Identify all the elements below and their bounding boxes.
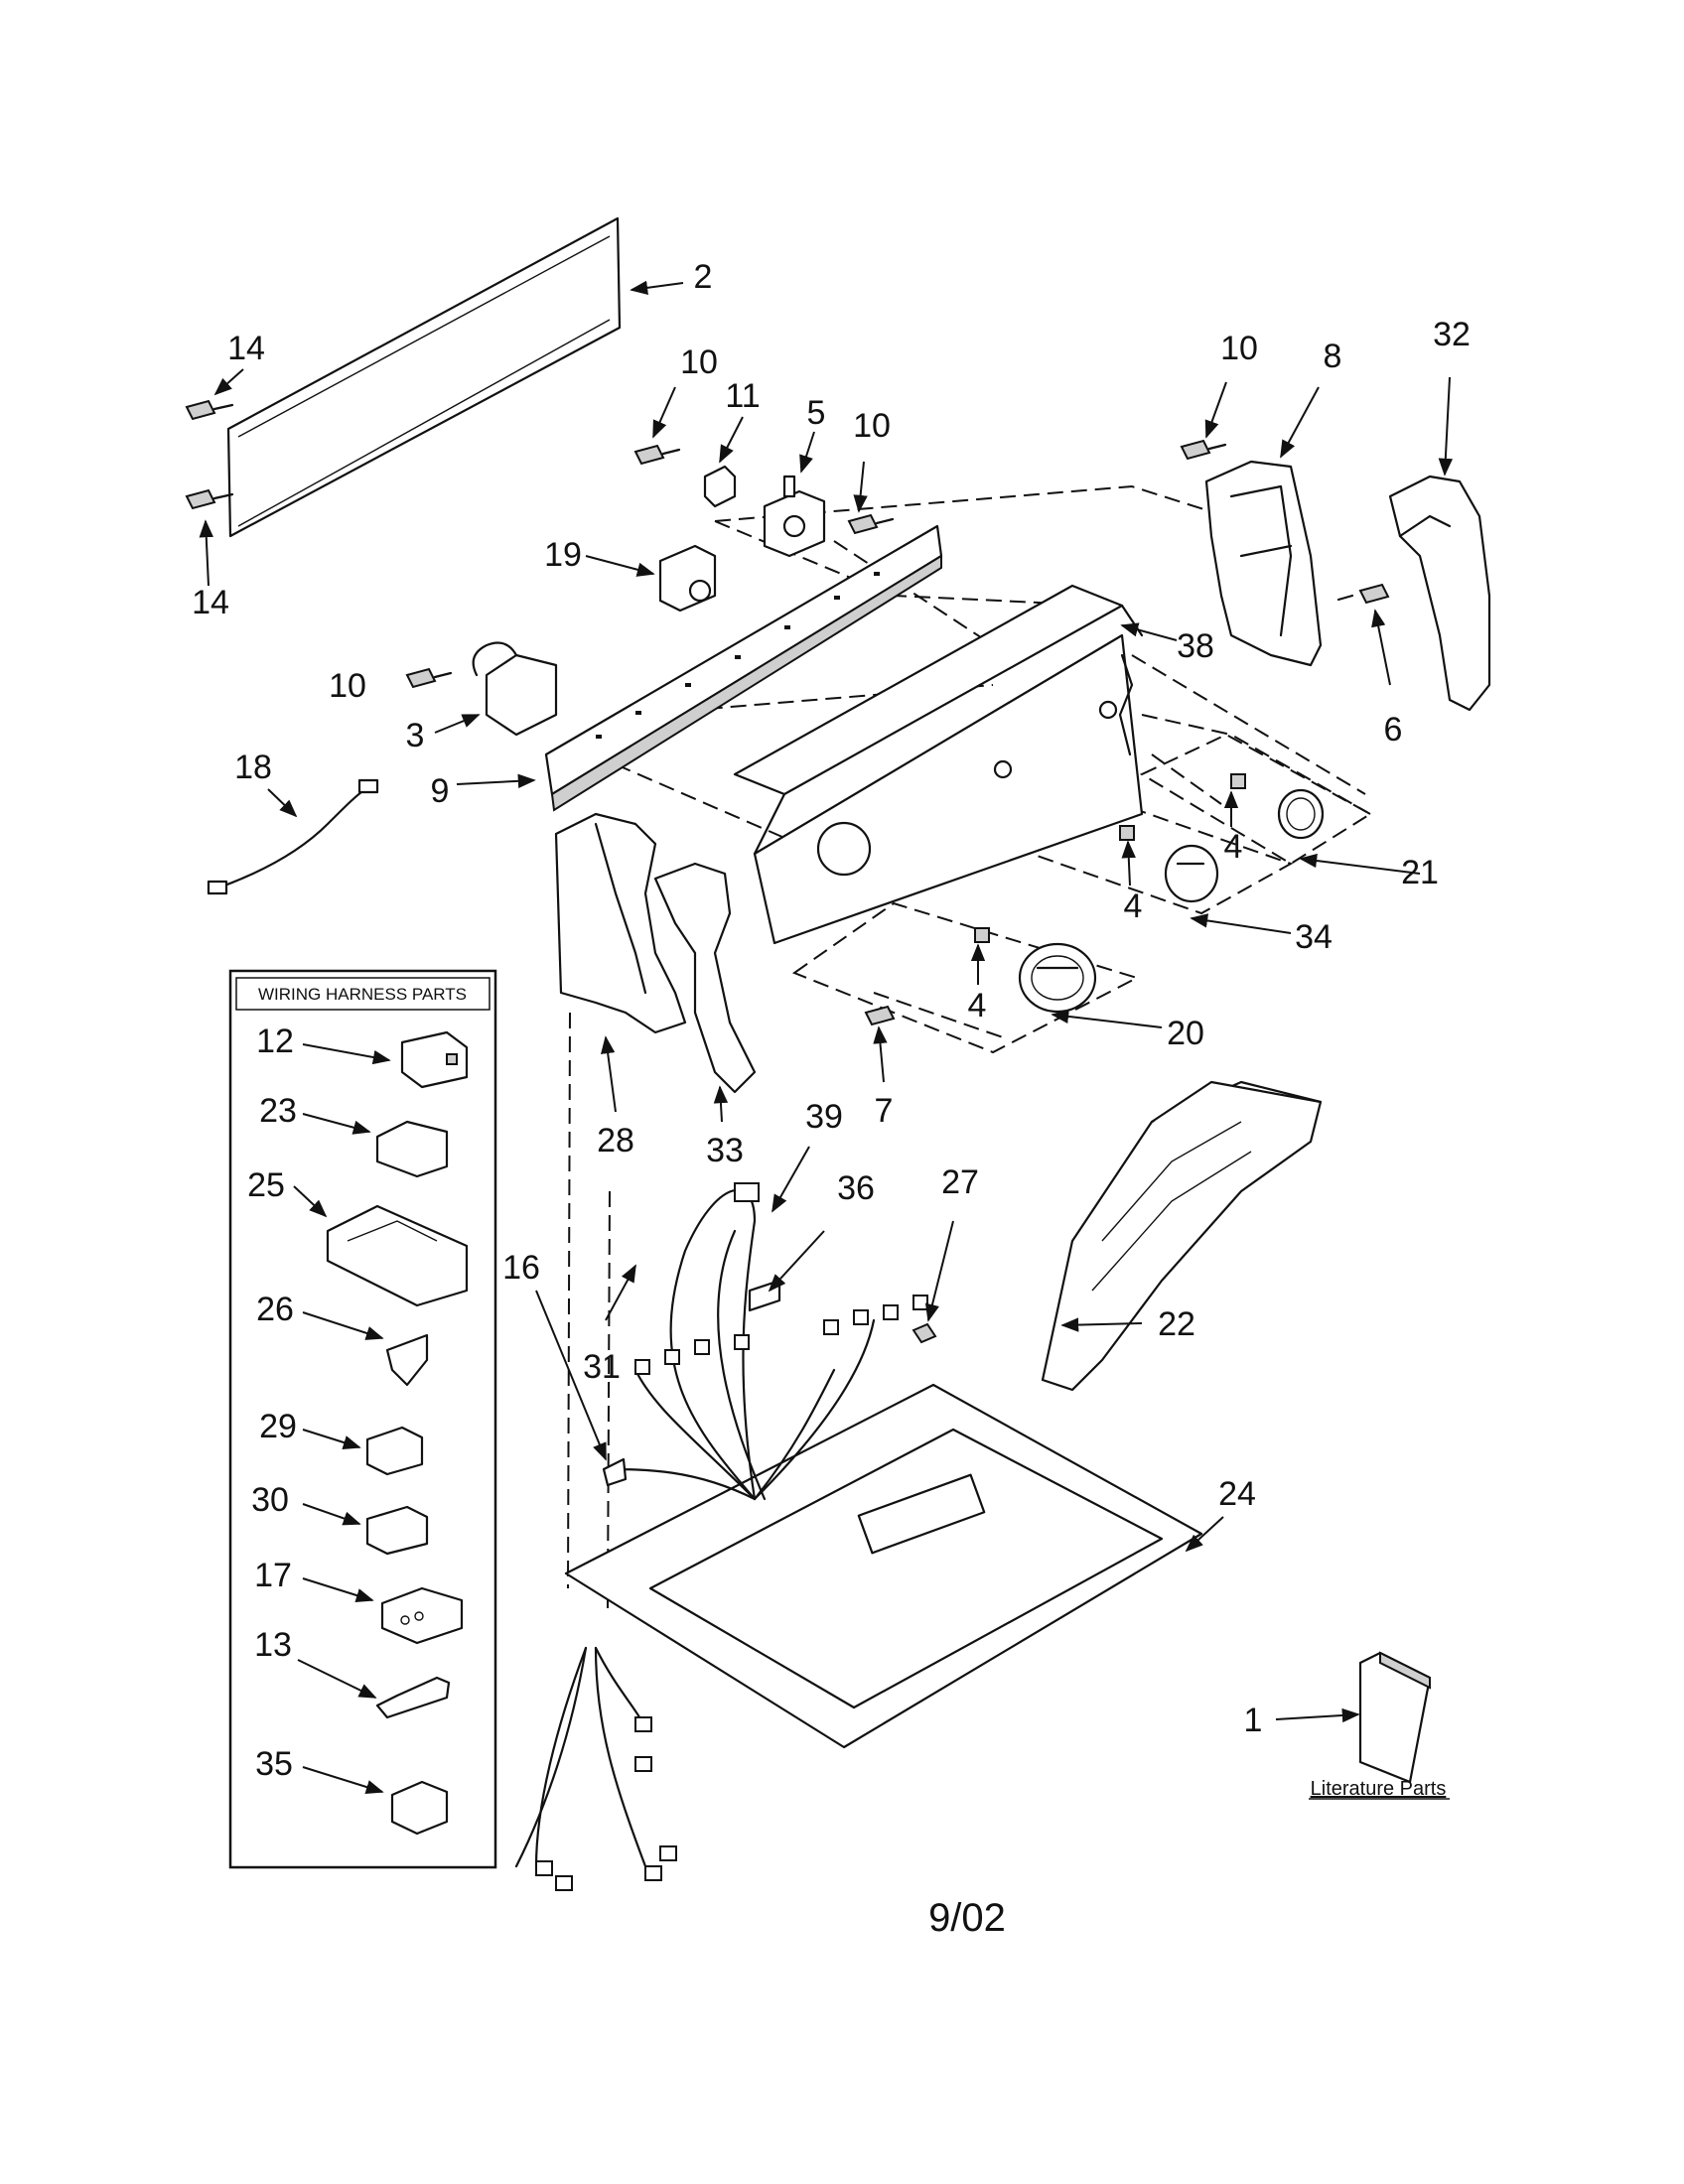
- callout-2: 2: [694, 258, 713, 296]
- callout-5: 5: [807, 394, 826, 432]
- literature-parts-label: Literature Parts: [1311, 1778, 1447, 1800]
- end-cap-part-8: [1204, 460, 1323, 667]
- wiring-box-part-numbers: 12 23 25 26 29 30 17 13 35: [247, 1023, 297, 1783]
- control-rail-part: [544, 524, 943, 812]
- rear-panel-part: [226, 216, 622, 538]
- callout-10-a: 10: [680, 343, 718, 381]
- callout-10-b: 10: [853, 407, 891, 445]
- connector-30: [365, 1505, 429, 1556]
- callout-16: 16: [502, 1249, 540, 1287]
- screw-14-top: [185, 399, 234, 421]
- wiring-part-35: 35: [255, 1745, 293, 1783]
- screw-10-mid-right: [847, 513, 895, 535]
- callout-22: 22: [1158, 1305, 1195, 1343]
- callout-21: 21: [1401, 854, 1439, 891]
- lint-duct-part-22: [1041, 1080, 1323, 1392]
- switch-part-3: [472, 641, 558, 737]
- knob-part-34: [1164, 844, 1219, 903]
- connector-12: [400, 1030, 469, 1089]
- wiring-part-25: 25: [247, 1166, 285, 1204]
- screw-6: [1336, 583, 1390, 605]
- wiring-harness-box: WIRING HARNESS PARTS: [228, 969, 497, 1869]
- callout-36: 36: [837, 1169, 875, 1207]
- callout-34: 34: [1295, 918, 1333, 956]
- callout-7: 7: [875, 1092, 894, 1130]
- wiring-part-29: 29: [259, 1408, 297, 1445]
- clip-part-4-a: [1230, 773, 1246, 789]
- callout-19: 19: [544, 536, 582, 574]
- callout-14-top: 14: [227, 330, 265, 367]
- wiring-part-17: 17: [254, 1557, 292, 1594]
- connector-17: [380, 1586, 464, 1645]
- connector-13: [375, 1676, 451, 1719]
- wiring-part-30: 30: [251, 1481, 289, 1519]
- callout-4-a: 4: [1224, 828, 1243, 866]
- control-console-part: [733, 584, 1144, 945]
- date-code: 9/02: [928, 1896, 1006, 1940]
- end-cap-part-28: [554, 812, 687, 1034]
- callout-31: 31: [583, 1348, 621, 1386]
- screw-10-mid-left: [633, 444, 681, 466]
- callout-24: 24: [1218, 1475, 1256, 1513]
- screw-7: [864, 1005, 896, 1026]
- callout-14-bottom: 14: [192, 584, 229, 621]
- connector-35: [390, 1780, 449, 1836]
- connector-29: [365, 1426, 424, 1476]
- end-cap-cover-part-32: [1388, 475, 1491, 712]
- callout-33: 33: [706, 1132, 744, 1169]
- callout-9: 9: [431, 772, 450, 810]
- clip-part-4-c: [974, 927, 990, 943]
- top-panel-part-24: [564, 1383, 1203, 1749]
- callout-10-d: 10: [329, 667, 366, 705]
- clip-part-4-b: [1119, 825, 1135, 841]
- screw-27: [912, 1322, 937, 1344]
- callout-4-b: 4: [1124, 887, 1143, 925]
- callout-28: 28: [597, 1122, 634, 1160]
- callout-20: 20: [1167, 1015, 1204, 1052]
- callout-39: 39: [805, 1098, 843, 1136]
- connector-25: [326, 1204, 469, 1307]
- callout-3: 3: [406, 717, 425, 754]
- callout-4-c: 4: [968, 987, 987, 1024]
- screw-10-right: [1180, 439, 1227, 461]
- knob-part-21: [1277, 788, 1325, 840]
- clip-part-16: [602, 1457, 628, 1487]
- wire-lead-part-18: [207, 778, 379, 895]
- callout-27: 27: [941, 1163, 979, 1201]
- callout-labels: 2 14 14 10 11 5 10 10 8 32 19 38 10 3 9 …: [192, 258, 1471, 1739]
- wire-harness-part-31: [514, 1182, 928, 1891]
- callout-10-c: 10: [1220, 330, 1258, 367]
- screw-10-left: [405, 667, 453, 689]
- wiring-part-12: 12: [256, 1023, 294, 1060]
- connector-23: [375, 1120, 449, 1178]
- timer-part-19: [658, 544, 717, 613]
- callout-32: 32: [1433, 316, 1471, 353]
- callout-18: 18: [234, 749, 272, 786]
- literature-part-1: [1358, 1651, 1432, 1784]
- callout-11: 11: [725, 377, 760, 415]
- callout-1: 1: [1244, 1702, 1263, 1739]
- callout-6: 6: [1384, 711, 1403, 749]
- switch-part-5: [763, 475, 826, 558]
- knob-part-20: [1018, 942, 1097, 1014]
- callout-8: 8: [1324, 338, 1342, 375]
- wiring-part-13: 13: [254, 1626, 292, 1664]
- bracket-part-11: [703, 465, 737, 508]
- callout-38: 38: [1177, 627, 1214, 665]
- screw-14-bottom: [185, 488, 234, 510]
- wiring-box-title: WIRING HARNESS PARTS: [258, 985, 467, 1004]
- end-cap-cover-part-33: [653, 862, 757, 1094]
- connector-26: [385, 1333, 429, 1387]
- wiring-part-23: 23: [259, 1092, 297, 1130]
- wiring-part-26: 26: [256, 1291, 294, 1328]
- leader-arrows: [199, 280, 1454, 1795]
